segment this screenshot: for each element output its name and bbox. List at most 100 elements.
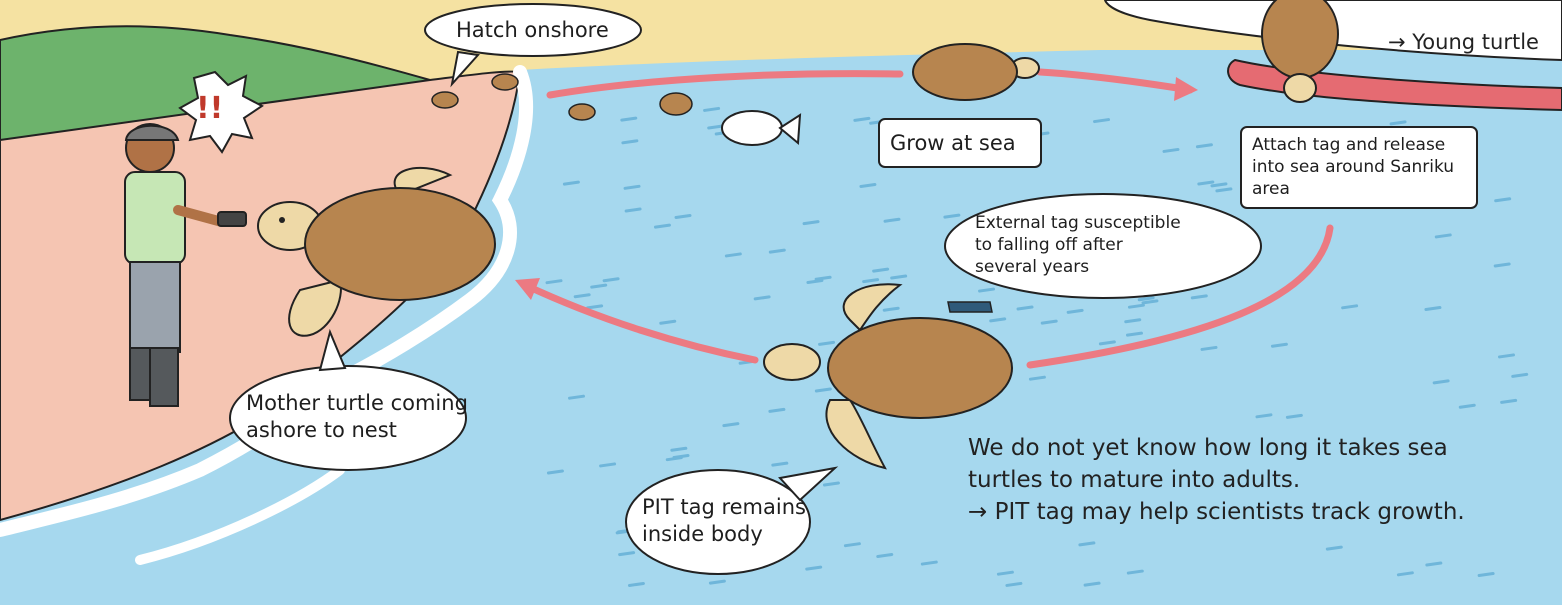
wave-dash <box>575 295 589 297</box>
wave-dash <box>1513 374 1527 376</box>
wave-dash <box>884 308 898 310</box>
hatchling-icon <box>492 74 518 90</box>
wave-dash <box>1129 305 1143 307</box>
hatch-onshore-label: Hatch onshore <box>456 17 609 44</box>
wave-dash <box>922 562 936 564</box>
wave-dash <box>1197 145 1211 147</box>
wave-dash <box>1427 563 1441 565</box>
wave-dash <box>1257 415 1271 417</box>
external-line: several years <box>975 256 1181 278</box>
wave-dash <box>1192 296 1206 298</box>
grow-at-sea-label: Grow at sea <box>878 118 1042 168</box>
wave-dash <box>885 219 899 221</box>
wave-dash <box>1212 184 1226 186</box>
wave-dash <box>1479 574 1493 576</box>
wave-dash <box>674 455 688 457</box>
wave-dash <box>676 215 690 217</box>
wave-dash <box>724 424 738 426</box>
wave-dash <box>874 269 888 271</box>
wave-dash <box>1068 310 1082 312</box>
wave-dash <box>1217 189 1231 191</box>
external-tag-label: External tag susceptible to falling off … <box>975 212 1181 278</box>
wave-dash <box>864 280 878 282</box>
wave-dash <box>564 182 578 184</box>
wave-dash <box>1199 182 1213 184</box>
wave-dash <box>709 126 723 128</box>
wave-dash <box>1426 308 1440 310</box>
wave-dash <box>878 555 892 557</box>
wave-dash <box>816 389 830 391</box>
wave-dash <box>820 342 834 344</box>
wave-dash <box>770 250 784 252</box>
wave-dash <box>547 281 561 283</box>
wave-dash <box>604 279 618 281</box>
wave-dash <box>1202 347 1216 349</box>
wave-dash <box>588 306 602 308</box>
wave-dash <box>625 186 639 188</box>
wave-dash <box>1499 355 1513 357</box>
wave-dash <box>824 483 838 485</box>
wave-dash <box>1495 264 1509 266</box>
research-note: We do not yet know how long it takes sea… <box>968 432 1488 529</box>
wave-dash <box>726 254 740 256</box>
tag-icon <box>948 302 992 312</box>
mother-line: ashore to nest <box>246 417 468 444</box>
mother-turtle-label: Mother turtle coming ashore to nest <box>246 390 468 444</box>
wave-dash <box>661 321 675 323</box>
pit-tag-label: PIT tag remains inside body <box>642 494 806 548</box>
wave-dash <box>1398 573 1412 575</box>
note-line: → PIT tag may help scientists track grow… <box>968 496 1488 528</box>
exclamation-label: !! <box>196 90 223 128</box>
wave-dash <box>991 319 1005 321</box>
wave-dash <box>1100 342 1114 344</box>
wave-dash <box>570 396 584 398</box>
tag-reader-icon <box>218 212 246 226</box>
wave-dash <box>1287 415 1301 417</box>
attach-line: into sea around Sanriku <box>1252 156 1466 178</box>
hatch-text: Hatch onshore <box>456 17 609 44</box>
wave-dash <box>773 463 787 465</box>
wave-dash <box>1343 306 1357 308</box>
wave-dash <box>1391 122 1405 124</box>
wave-dash <box>855 118 869 120</box>
wave-dash <box>1327 547 1341 549</box>
wave-dash <box>710 581 724 583</box>
wave-dash <box>1095 120 1109 122</box>
wave-dash <box>807 567 821 569</box>
wave-dash <box>1496 199 1510 201</box>
exclaim-text: !! <box>196 90 223 128</box>
young-text: → Young turtle <box>1388 30 1539 54</box>
wave-dash <box>845 544 859 546</box>
wave-dash <box>945 215 959 217</box>
wave-dash <box>672 448 686 450</box>
wave-dash <box>1436 235 1450 237</box>
wave-dash <box>1126 320 1140 322</box>
wave-dash <box>1080 543 1094 545</box>
mother-line: Mother turtle coming <box>246 390 468 417</box>
wave-dash <box>998 572 1012 574</box>
wave-dash <box>861 184 875 186</box>
wave-dash <box>816 277 830 279</box>
wave-dash <box>1164 149 1178 151</box>
wave-dash <box>808 281 822 283</box>
external-line: to falling off after <box>975 234 1181 256</box>
wave-dash <box>705 108 719 110</box>
wave-dash <box>622 118 636 120</box>
wave-dash <box>1042 321 1056 323</box>
external-line: External tag susceptible <box>975 212 1181 234</box>
wave-dash <box>804 222 818 224</box>
wave-dash <box>1085 583 1099 585</box>
wave-dash <box>1030 377 1044 379</box>
wave-dash <box>592 285 606 287</box>
wave-dash <box>548 471 562 473</box>
pit-line: inside body <box>642 521 806 548</box>
wave-dash <box>1460 405 1474 407</box>
wave-dash <box>1018 307 1032 309</box>
pit-line: PIT tag remains <box>642 494 806 521</box>
wave-dash <box>1007 583 1021 585</box>
wave-dash <box>629 583 643 585</box>
wave-dash <box>1434 381 1448 383</box>
attach-line: area <box>1252 178 1466 200</box>
wave-dash <box>1272 344 1286 346</box>
wave-dash <box>1128 571 1142 573</box>
